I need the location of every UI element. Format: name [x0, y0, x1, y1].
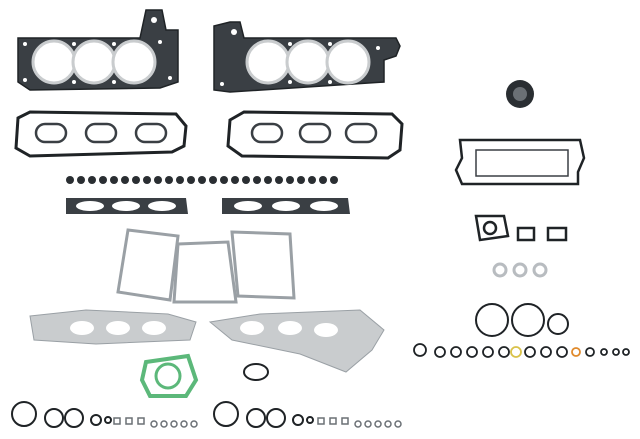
- left-exhaust-gasket: [29, 309, 197, 345]
- left-head-gasket: [17, 9, 179, 91]
- bottom-left-clips: [113, 417, 198, 428]
- right-head-gasket: [213, 21, 401, 93]
- right-intake-gasket: [222, 198, 350, 214]
- right-exhaust-gasket: [208, 309, 385, 373]
- silver-washers: [492, 262, 548, 278]
- left-valve-cover-gasket: [14, 110, 188, 158]
- bottom-center-o-rings: [213, 401, 314, 428]
- small-o-ring-row-right: [413, 343, 630, 358]
- small-oring-center: [243, 363, 269, 381]
- right-valve-cover-gasket: [226, 110, 404, 160]
- small-black-gaskets: [474, 214, 568, 242]
- oil-cooler-gasket: [454, 138, 586, 186]
- bottom-center-clips: [317, 417, 402, 428]
- large-o-rings-right: [475, 303, 569, 337]
- upper-oil-pan-gaskets: [116, 228, 296, 304]
- valve-stem-seals: [66, 176, 338, 184]
- left-intake-gasket: [66, 198, 188, 214]
- bottom-left-o-rings: [11, 401, 112, 428]
- throttle-body-gasket: [139, 353, 199, 398]
- crank-seal: [506, 80, 534, 108]
